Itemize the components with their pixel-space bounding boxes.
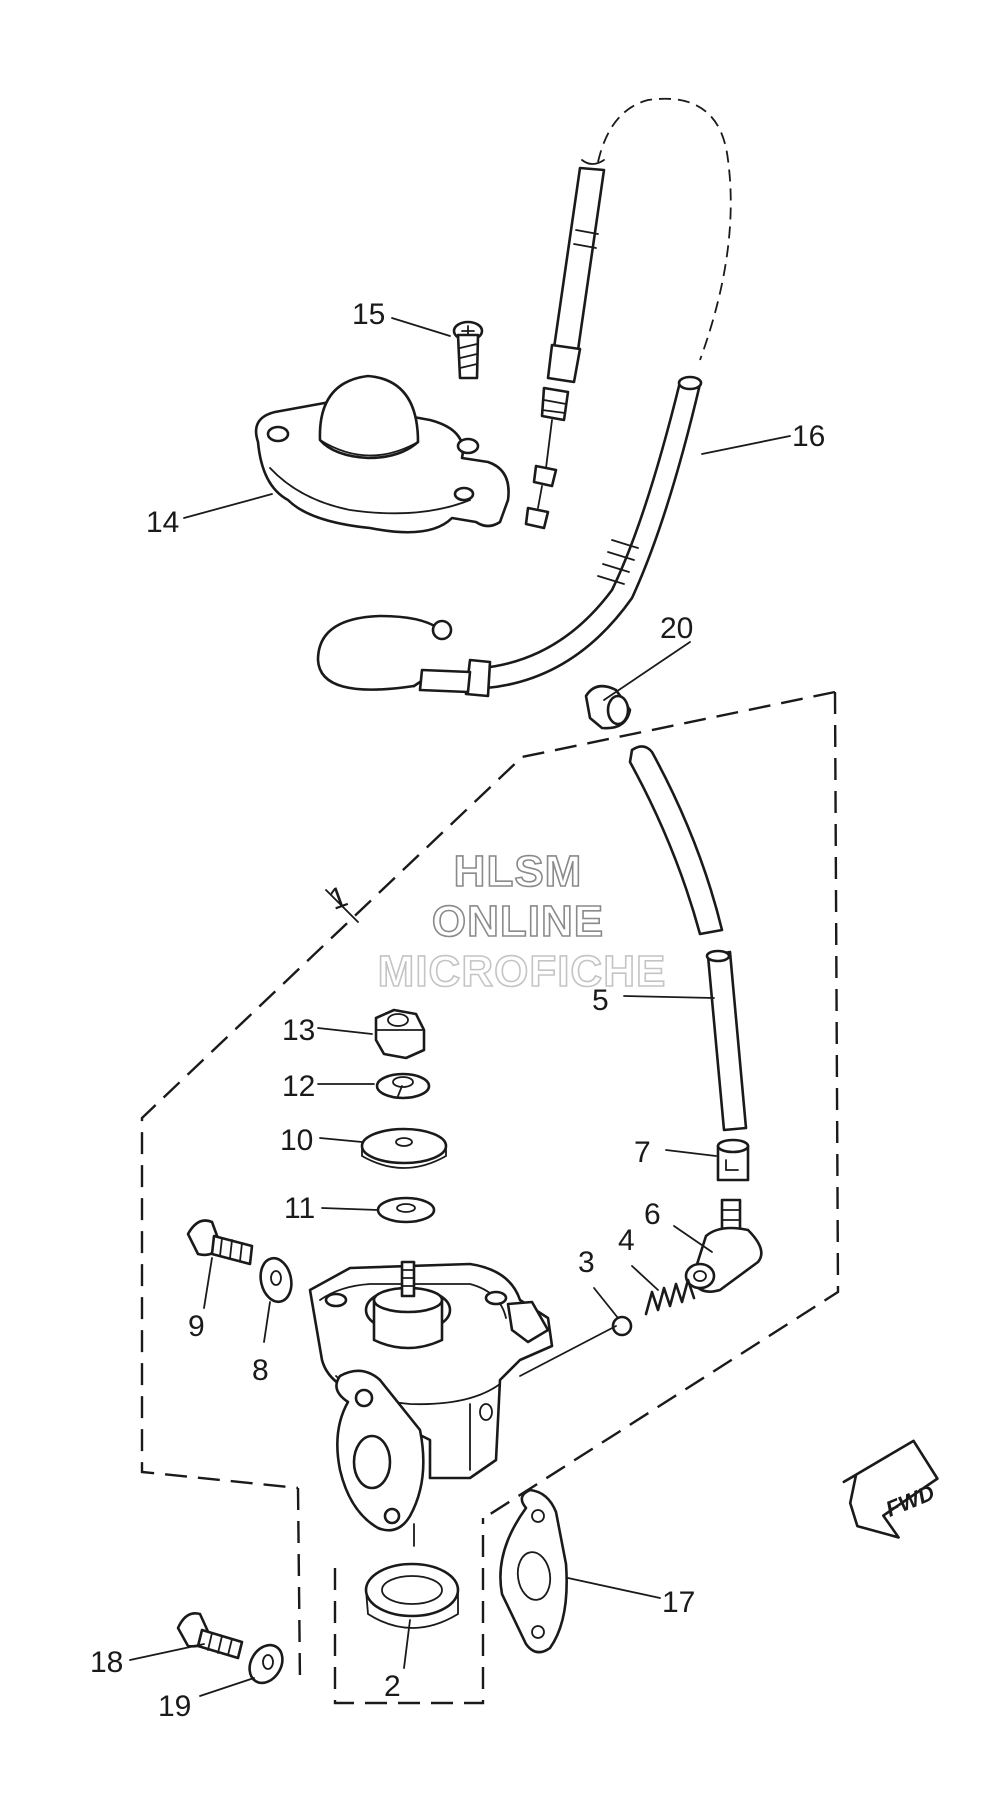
watermark-line-3: MICROFICHE [378,947,667,996]
pump-body [308,1260,554,1532]
callout-15: 15 [352,298,385,331]
assembly-boundary [140,690,840,1705]
part-4-spring [644,1278,696,1316]
fwd-arrow-icon: FWD [842,1439,939,1539]
callout-17: 17 [662,1586,695,1619]
part-16-hose [316,375,703,698]
watermark: HLSM ONLINE MICROFICHE [377,846,667,997]
watermark-line-2: ONLINE [432,897,604,946]
part-15-screw [452,320,484,380]
callout-20: 20 [660,612,693,645]
part-11-washer [376,1196,436,1224]
callout-14: 14 [146,506,179,539]
part-8-washer [259,1256,293,1304]
callout-18: 18 [90,1646,123,1679]
callout-19: 19 [158,1690,191,1723]
callout-13: 13 [282,1014,315,1047]
part-19-washer [248,1643,284,1685]
part-20-collar [584,684,632,730]
part-14-cover [254,374,510,534]
callout-4: 4 [618,1224,635,1257]
callout-6: 6 [644,1198,661,1231]
part-13-nut [374,1008,426,1060]
watermark-line-1: HLSM [454,847,583,896]
part-18-bolt [176,1612,244,1660]
part-6-elbow [684,1198,763,1293]
control-cable [524,97,732,530]
part-9-bolt [186,1219,254,1266]
callout-10: 10 [280,1124,313,1157]
leader-lines [129,317,791,1697]
callout-3: 3 [578,1246,595,1279]
part-2-seal [364,1523,460,1629]
part-7-sleeve [716,1138,750,1182]
callout-labels: 1 2 3 4 5 6 7 8 9 10 11 12 13 14 15 16 1… [90,298,825,1723]
part-3-ball [611,1315,633,1337]
callout-8: 8 [252,1354,269,1387]
part-10-washer [360,1127,448,1169]
callout-2: 2 [384,1670,401,1703]
callout-16: 16 [792,420,825,453]
callout-12: 12 [282,1070,315,1103]
part-17-gasket [499,1488,568,1654]
callout-7: 7 [634,1136,651,1169]
callout-9: 9 [188,1310,205,1343]
callout-11: 11 [284,1192,315,1225]
callout-5: 5 [592,984,609,1017]
part-5-fuel-hose [628,745,748,1132]
part-12-lock-washer [375,1072,431,1100]
callout-1: 1 [325,880,352,917]
